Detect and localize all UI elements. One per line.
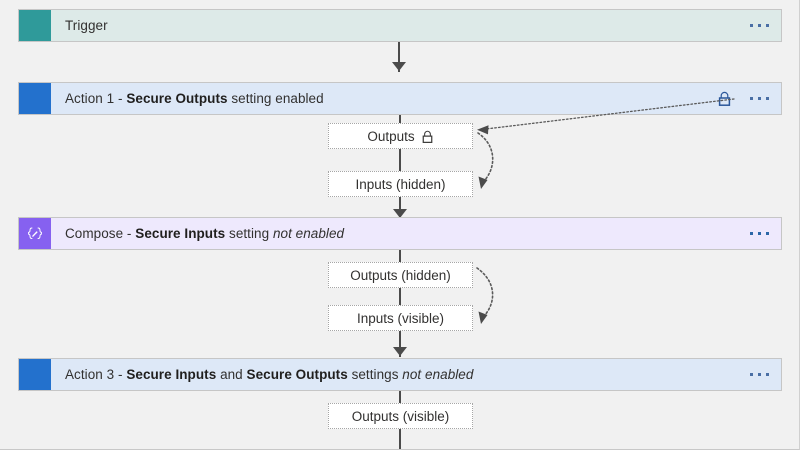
outputs-to-inputs-hidden-arrowhead	[478, 176, 488, 189]
action-connector-icon	[19, 359, 51, 390]
compose-inputs-label: Inputs (visible)	[356, 310, 445, 326]
connector-action1-to-compose	[399, 197, 401, 219]
outputs-lock-icon	[421, 130, 434, 144]
action1-card-actions	[716, 91, 771, 107]
action3-title-bold2: Secure Outputs	[246, 367, 348, 382]
action3-outputs-box: Outputs (visible)	[328, 403, 473, 429]
action3-overflow-menu-icon[interactable]	[748, 367, 771, 382]
compose-card-body: Compose - Secure Inputs setting not enab…	[51, 218, 781, 249]
compose-inputs-box: Inputs (visible)	[328, 305, 473, 331]
action3-outputs-label: Outputs (visible)	[351, 408, 450, 424]
trigger-card-actions	[748, 18, 771, 33]
compose-title-italic: not enabled	[272, 226, 345, 241]
action1-overflow-menu-icon[interactable]	[748, 91, 771, 106]
action3-title-mid: and	[216, 367, 247, 382]
action1-title-prefix: Action 1 -	[65, 91, 127, 106]
compose-overflow-menu-icon[interactable]	[748, 226, 771, 241]
connector-action3-outputs-continues	[399, 429, 401, 449]
compose-outputs-label: Outputs (hidden)	[350, 267, 451, 283]
compose-card[interactable]: Compose - Secure Inputs setting not enab…	[18, 217, 782, 250]
connector-trigger-to-action1-arrowhead	[392, 62, 406, 71]
compose-title-mid: setting	[225, 226, 273, 241]
action1-title: Action 1 - Secure Outputs setting enable…	[65, 91, 324, 106]
connector-action1-to-compose-arrowhead	[393, 209, 407, 218]
compose-title: Compose - Secure Inputs setting not enab…	[65, 226, 344, 241]
connector-outputs-to-inputs-2	[399, 288, 401, 305]
action3-title-mid2: settings	[347, 367, 403, 382]
trigger-icon	[19, 10, 51, 41]
connector-compose-to-action3-arrowhead	[393, 347, 407, 356]
action3-card[interactable]: Action 3 - Secure Inputs and Secure Outp…	[18, 358, 782, 391]
compose-card-actions	[748, 226, 771, 241]
connector-compose-to-outputs	[399, 250, 401, 262]
action3-title: Action 3 - Secure Inputs and Secure Outp…	[65, 367, 473, 382]
lock-to-outputs-arrowhead	[477, 125, 489, 135]
connector-compose-to-action3	[399, 331, 401, 357]
action3-title-bold1: Secure Inputs	[126, 367, 217, 382]
outputs-to-inputs-hidden-dotted-curve	[477, 132, 494, 182]
action3-title-prefix: Action 3 -	[65, 367, 127, 382]
action1-title-suffix: setting enabled	[227, 91, 324, 106]
compose-outputs-box: Outputs (hidden)	[328, 262, 473, 288]
action1-inputs-label: Inputs (hidden)	[355, 176, 446, 192]
outputs-hidden-to-inputs-visible-arrowhead	[478, 311, 488, 324]
connector-outputs-to-inputs-1	[399, 149, 401, 171]
trigger-overflow-menu-icon[interactable]	[748, 18, 771, 33]
action1-card-body: Action 1 - Secure Outputs setting enable…	[51, 83, 781, 114]
action-connector-icon	[19, 83, 51, 114]
connector-action3-to-outputs	[399, 391, 401, 403]
connector-trigger-to-action1	[398, 42, 400, 72]
trigger-card[interactable]: Trigger	[18, 9, 782, 42]
outputs-hidden-to-inputs-visible-dotted-curve	[476, 267, 494, 317]
compose-title-prefix: Compose -	[65, 226, 136, 241]
action1-inputs-box: Inputs (hidden)	[328, 171, 473, 197]
trigger-title: Trigger	[65, 18, 108, 33]
action3-card-actions	[748, 367, 771, 382]
action1-outputs-box: Outputs	[328, 123, 473, 149]
secure-outputs-lock-icon[interactable]	[716, 91, 732, 107]
action1-outputs-label: Outputs	[367, 128, 415, 144]
action3-card-body: Action 3 - Secure Inputs and Secure Outp…	[51, 359, 781, 390]
connector-action1-to-outputs	[399, 115, 401, 124]
compose-icon	[19, 218, 51, 249]
action3-title-italic: not enabled	[402, 367, 474, 382]
action1-card[interactable]: Action 1 - Secure Outputs setting enable…	[18, 82, 782, 115]
trigger-card-body: Trigger	[51, 10, 781, 41]
action1-title-bold: Secure Outputs	[126, 91, 228, 106]
compose-title-bold: Secure Inputs	[135, 226, 226, 241]
